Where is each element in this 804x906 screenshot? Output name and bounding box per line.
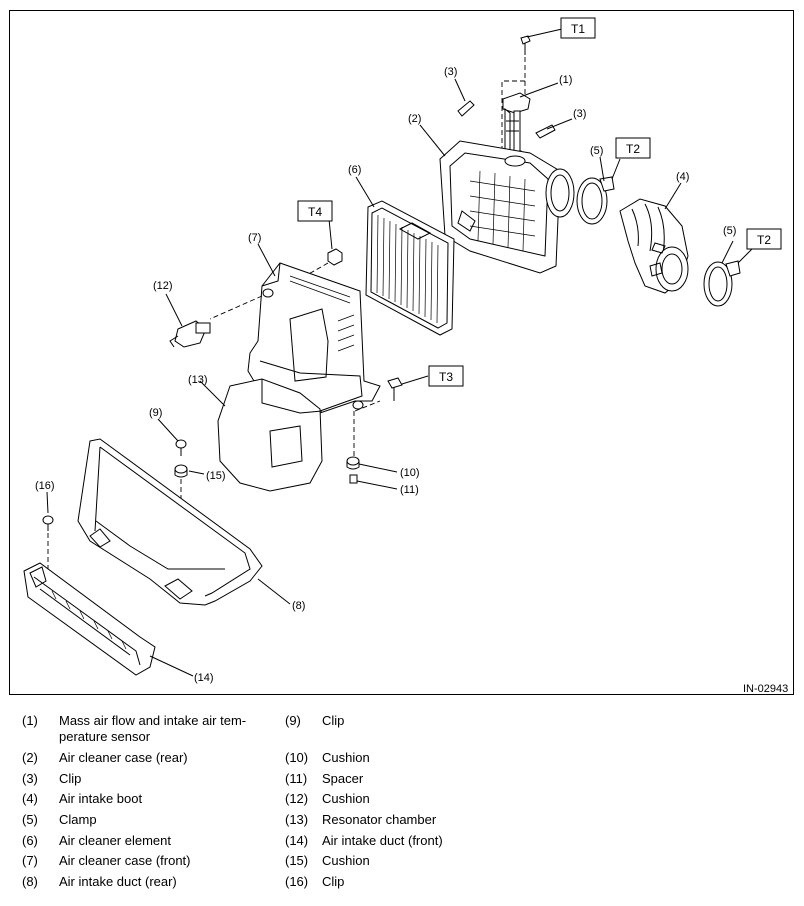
legend-number: (1) (22, 713, 38, 728)
callout-3-upper: (3) (444, 66, 457, 78)
legend-number: (6) (22, 833, 38, 848)
legend-name: Air cleaner case (rear) (59, 750, 188, 765)
cushion-12 (169, 320, 211, 348)
legend-name: Clamp (59, 812, 97, 827)
legend-number: (8) (22, 874, 38, 889)
bolt-t3 (387, 377, 403, 401)
clip-upper (457, 100, 475, 117)
screw-t1 (520, 35, 531, 55)
callout-16: (16) (35, 480, 55, 492)
nut-t4 (327, 248, 343, 266)
legend-number: (16) (285, 874, 309, 889)
callout-12: (12) (153, 280, 173, 292)
svg-text:T2: T2 (626, 142, 640, 156)
callout-7: (7) (248, 232, 261, 244)
legend-number: (14) (285, 833, 309, 848)
legend-number: (2) (22, 750, 38, 765)
cushion-15 (174, 464, 188, 478)
svg-text:T4: T4 (308, 205, 322, 219)
svg-text:T2: T2 (757, 233, 771, 247)
legend-name: Air intake boot (59, 791, 143, 806)
torque-label-t3: T3 (428, 365, 464, 387)
legend-number: (9) (285, 713, 301, 728)
exploded-diagram: (1) (2) (3) (3) (4) (5) (5) (6) (7) (8) … (9, 10, 794, 695)
callout-14: (14) (194, 672, 214, 684)
legend-name: Clip (59, 771, 82, 786)
legend-name: Cushion (322, 853, 370, 868)
air-cleaner-case-front (247, 262, 381, 414)
torque-label-t1: T1 (560, 17, 596, 39)
clamp-right (703, 260, 741, 307)
torque-label-t2-right: T2 (746, 228, 782, 250)
cushion-10 (346, 456, 360, 470)
air-intake-duct-front (23, 562, 156, 676)
legend-number: (11) (285, 771, 308, 786)
legend-name: Cushion (322, 791, 370, 806)
callout-labels: (1) (2) (3) (3) (4) (5) (5) (6) (7) (8) … (35, 66, 736, 684)
legend-name: Spacer (322, 771, 364, 786)
air-cleaner-case-rear (439, 140, 575, 274)
figure-id: IN-02943 (743, 683, 788, 695)
legend-number: (12) (285, 791, 309, 806)
callout-8: (8) (292, 600, 305, 612)
legend-name: Clip (322, 874, 345, 889)
legend-name: Air cleaner element (59, 833, 171, 848)
legend-name: Cushion (322, 750, 370, 765)
leader-lines (46, 28, 753, 677)
legend-number: (13) (285, 812, 309, 827)
callout-9: (9) (149, 407, 162, 419)
legend-name: Resonator chamber (322, 812, 437, 827)
callout-2: (2) (408, 113, 421, 125)
callout-13: (13) (188, 374, 208, 386)
legend-number: (15) (285, 853, 309, 868)
callout-5-right: (5) (723, 225, 736, 237)
callout-1: (1) (559, 74, 572, 86)
legend-number: (3) (22, 771, 38, 786)
air-cleaner-element (365, 200, 455, 336)
legend-number: (4) (22, 791, 38, 806)
parts-legend: (1) Mass air flow and intake air tem-per… (22, 713, 522, 898)
torque-label-t2-left: T2 (615, 137, 651, 159)
callout-6: (6) (348, 164, 361, 176)
callout-10: (10) (400, 467, 420, 479)
spacer-11 (349, 474, 358, 484)
legend-name: Air intake duct (front) (322, 833, 443, 848)
legend-number: (7) (22, 853, 38, 868)
legend-name: Clip (322, 713, 345, 728)
legend-number: (10) (285, 750, 309, 765)
legend-number: (5) (22, 812, 38, 827)
torque-label-t4: T4 (297, 200, 333, 222)
clip-right (535, 124, 556, 139)
callout-5-left: (5) (590, 145, 603, 157)
clip-9 (175, 439, 187, 456)
legend-name: Air intake duct (rear) (59, 874, 177, 889)
clamp-left (576, 176, 615, 225)
svg-text:T3: T3 (439, 370, 453, 384)
legend-name: Air cleaner case (front) (59, 853, 191, 868)
air-intake-boot (619, 198, 689, 294)
clip-16 (42, 515, 54, 531)
resonator-chamber (217, 378, 323, 492)
legend-name: Mass air flow and intake air tem-peratur… (59, 713, 247, 744)
svg-text:T1: T1 (571, 22, 585, 36)
callout-11: (11) (400, 484, 419, 496)
air-intake-duct-rear (77, 438, 263, 606)
callout-3-right: (3) (573, 108, 586, 120)
callout-15: (15) (206, 470, 226, 482)
callout-4: (4) (676, 171, 689, 183)
